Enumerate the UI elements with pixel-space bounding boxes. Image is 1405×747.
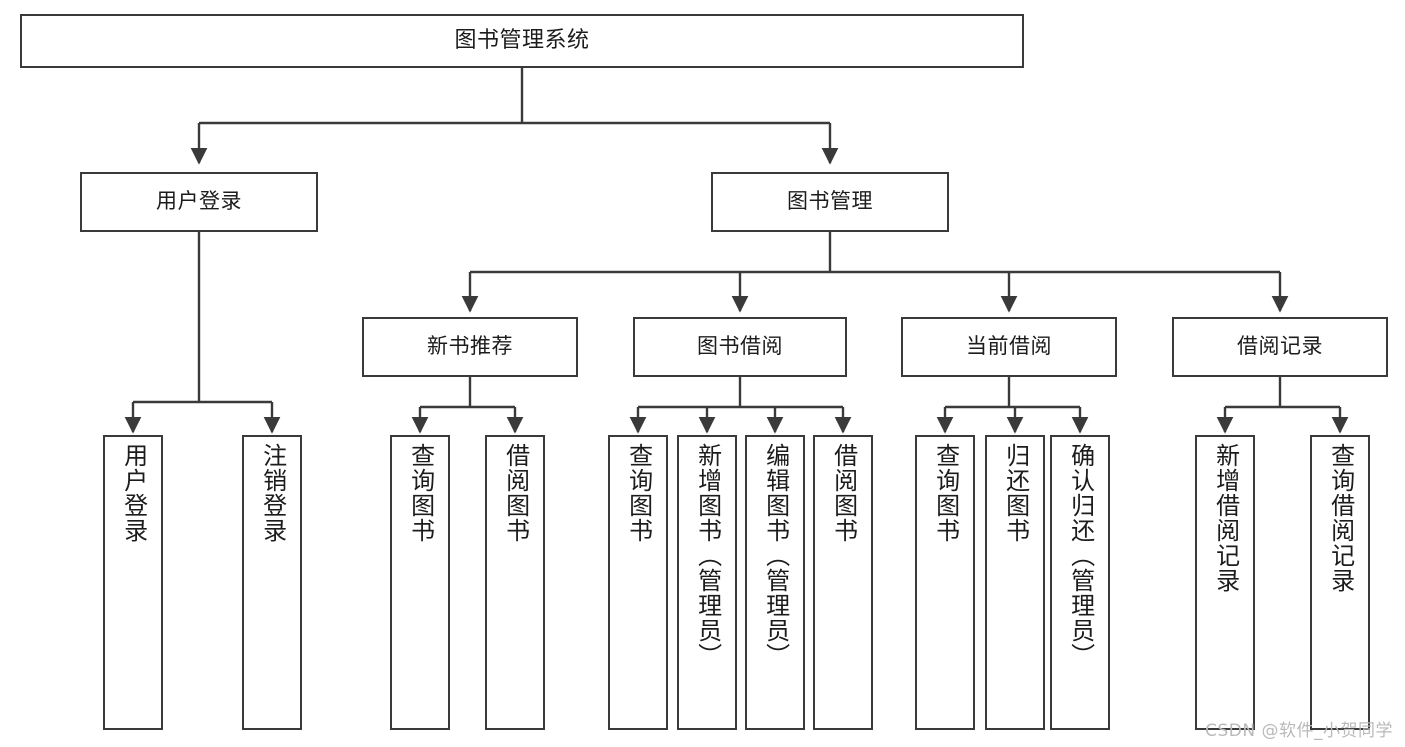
node-label: 当前借阅 <box>966 334 1052 359</box>
leaf-user-logout[interactable]: 注销登录 <box>242 435 302 730</box>
node-label: 新增借阅记录 <box>1211 443 1240 593</box>
leaf-user-login[interactable]: 用户登录 <box>103 435 163 730</box>
watermark-text: CSDN @软件_小贺同学 <box>1205 721 1393 741</box>
leaf-query-borrow-record[interactable]: 查询借阅记录 <box>1310 435 1370 730</box>
node-label: 用户登录 <box>156 189 242 214</box>
node-label: 归还图书 <box>1001 443 1030 543</box>
node-label: 查询图书 <box>406 443 435 543</box>
node-label: 用户登录 <box>119 443 148 543</box>
leaf-borrow-book-recommend[interactable]: 借阅图书 <box>485 435 545 730</box>
node-label: 借阅图书 <box>501 443 530 543</box>
node-label: 图书管理 <box>787 189 873 214</box>
node-label: 编辑图书（管理员） <box>761 443 790 668</box>
node-borrow-record[interactable]: 借阅记录 <box>1172 317 1388 377</box>
leaf-query-book-recommend[interactable]: 查询图书 <box>390 435 450 730</box>
node-label: 注销登录 <box>258 443 287 543</box>
node-book-management[interactable]: 图书管理 <box>711 172 949 232</box>
node-root-system[interactable]: 图书管理系统 <box>20 14 1024 68</box>
leaf-borrow-book[interactable]: 借阅图书 <box>813 435 873 730</box>
leaf-add-book-admin[interactable]: 新增图书（管理员） <box>677 435 737 730</box>
node-label: 查询图书 <box>624 443 653 543</box>
node-label: 新增图书（管理员） <box>693 443 722 668</box>
node-label: 确认归还（管理员） <box>1066 443 1095 668</box>
node-user-login[interactable]: 用户登录 <box>80 172 318 232</box>
node-label: 新书推荐 <box>427 334 513 359</box>
leaf-add-borrow-record[interactable]: 新增借阅记录 <box>1195 435 1255 730</box>
leaf-query-book-current[interactable]: 查询图书 <box>915 435 975 730</box>
leaf-edit-book-admin[interactable]: 编辑图书（管理员） <box>745 435 805 730</box>
leaf-query-book-borrow[interactable]: 查询图书 <box>608 435 668 730</box>
node-label: 借阅记录 <box>1237 334 1323 359</box>
node-label: 查询借阅记录 <box>1326 443 1355 593</box>
node-label: 查询图书 <box>931 443 960 543</box>
node-label: 借阅图书 <box>829 443 858 543</box>
leaf-return-book[interactable]: 归还图书 <box>985 435 1045 730</box>
node-label: 图书管理系统 <box>454 27 590 53</box>
node-current-borrow[interactable]: 当前借阅 <box>901 317 1117 377</box>
node-label: 图书借阅 <box>697 334 783 359</box>
leaf-confirm-return-admin[interactable]: 确认归还（管理员） <box>1050 435 1110 730</box>
node-book-borrow[interactable]: 图书借阅 <box>633 317 847 377</box>
node-new-book-recommend[interactable]: 新书推荐 <box>362 317 578 377</box>
